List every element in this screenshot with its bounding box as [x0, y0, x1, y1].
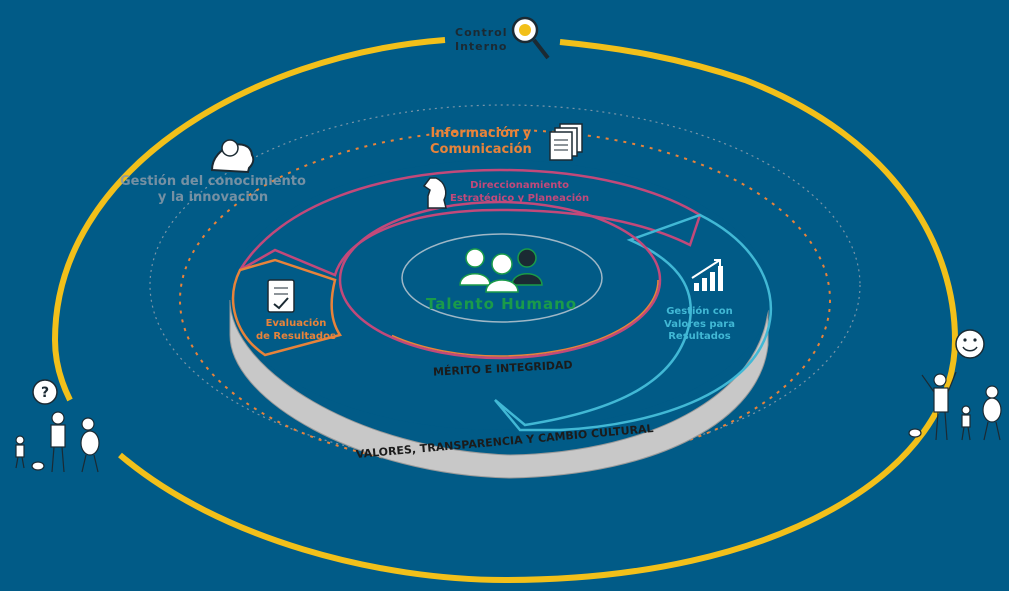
family-left-illustration: [15, 411, 100, 473]
evaluation-arc: [231, 258, 343, 357]
magnifier-icon: [511, 16, 550, 60]
smiley-icon: [955, 329, 985, 359]
control-interno-label: Control Interno: [455, 26, 508, 53]
outer-ring: [51, 37, 959, 584]
evaluation-label: Evaluación de Resultados: [256, 318, 336, 342]
center-title: Talento Humano: [426, 295, 578, 313]
chess-knight-icon: [422, 177, 447, 209]
checklist-icon: [267, 279, 295, 313]
information-label: Información y Comunicación: [430, 126, 532, 158]
svg-text:?: ?: [41, 385, 49, 401]
brain-head-icon: [210, 139, 255, 174]
knowledge-label: Gestión del conocimiento y la innovación: [120, 174, 306, 206]
results-arc: [494, 213, 773, 432]
inner-ring: [338, 200, 662, 360]
direction-label: Direccionamiento Estratégico y Planeació…: [450, 180, 590, 204]
ribbon-base: [229, 299, 769, 479]
center-ring: [401, 233, 603, 323]
question-icon: ?: [32, 379, 58, 405]
family-right-illustration: [908, 371, 1002, 441]
results-mgmt-label: Gestión con Valores para Resultados: [664, 306, 735, 342]
bar-chart-icon: [691, 259, 723, 291]
people-group-icon: [459, 248, 543, 293]
knowledge-ring: [149, 104, 861, 466]
documents-icon: [549, 123, 583, 161]
